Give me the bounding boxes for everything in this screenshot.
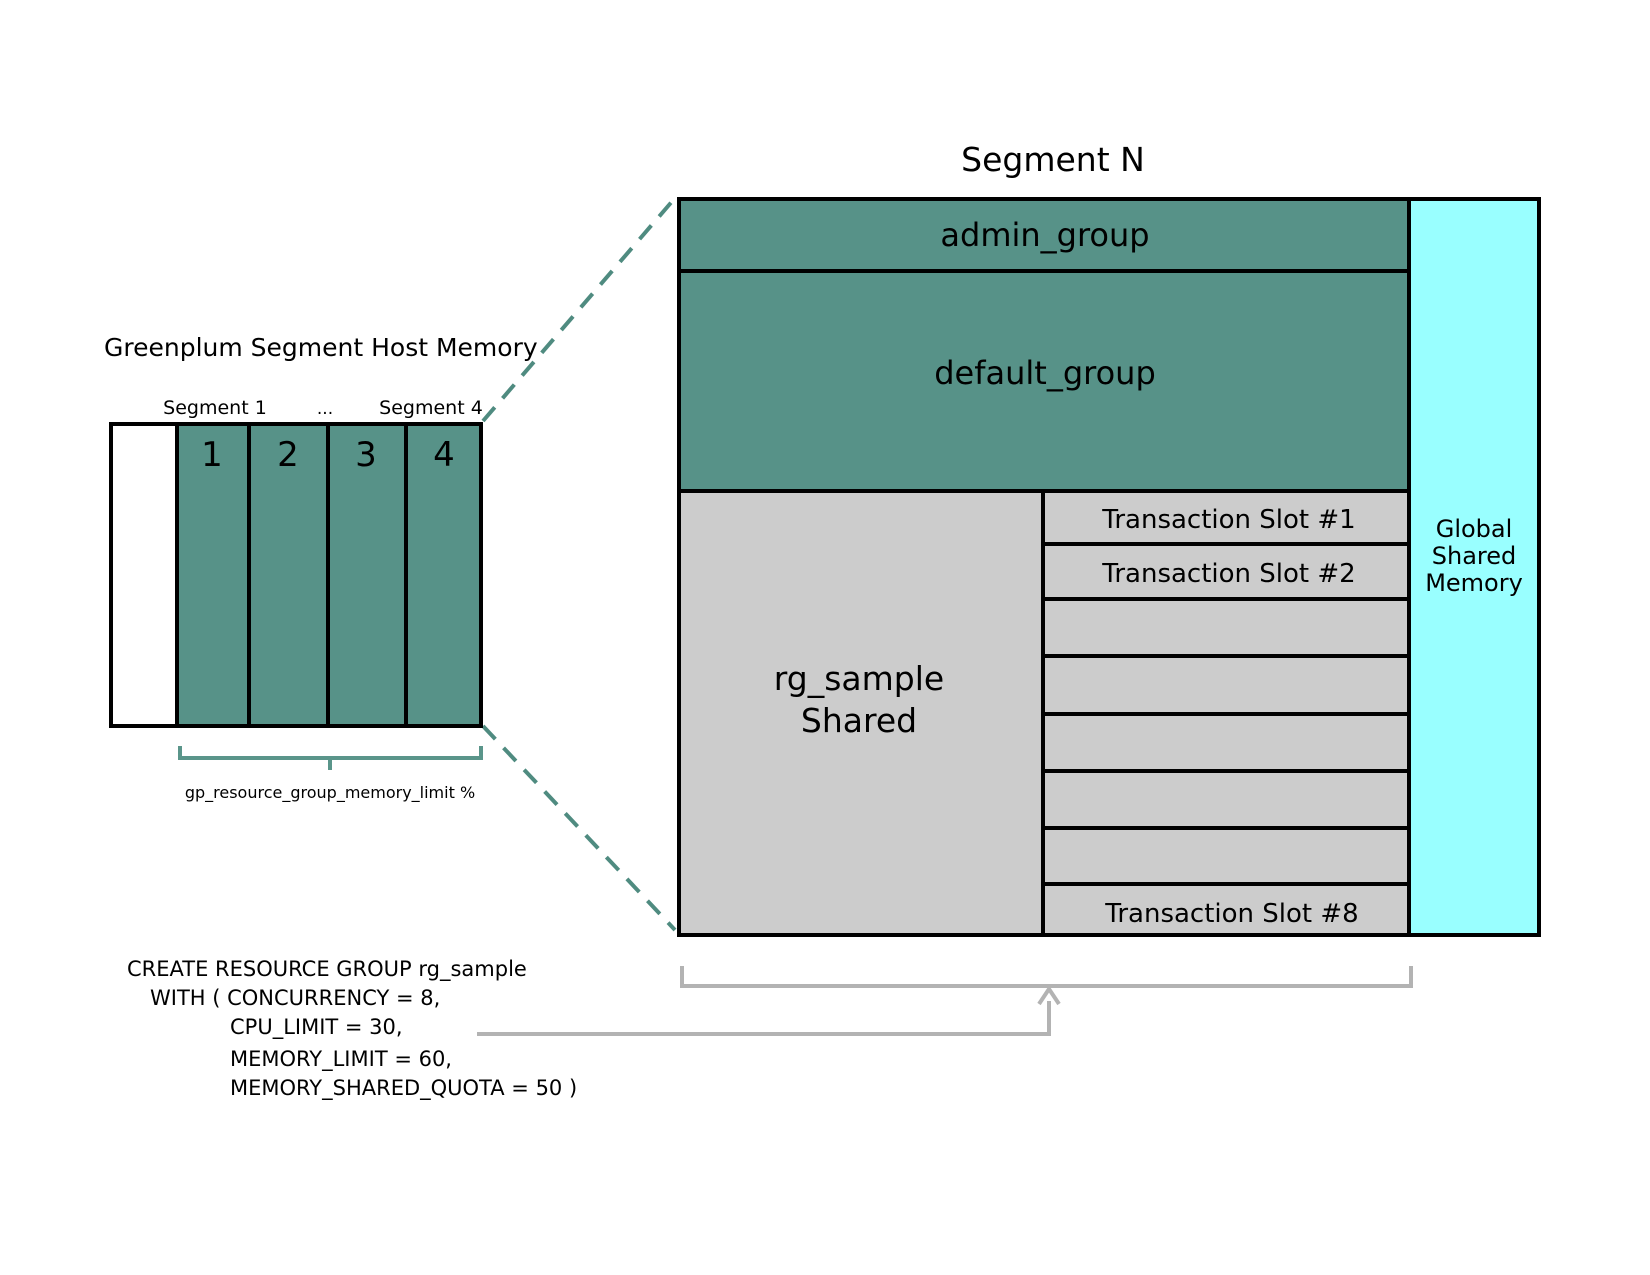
sql-line-3: CPU_LIMIT = 30, bbox=[230, 1015, 403, 1040]
zoom-line-top bbox=[481, 196, 677, 423]
segment-4-label: Segment 4 bbox=[379, 397, 483, 419]
transaction-slot-1 bbox=[1041, 489, 1411, 546]
host-segment-number-4: 4 bbox=[433, 435, 455, 475]
rg-sample-shared-label-line2: Shared bbox=[801, 701, 917, 740]
transaction-slot-8 bbox=[1041, 882, 1411, 937]
transaction-slot-8-label: Transaction Slot #8 bbox=[1104, 899, 1358, 929]
host-memory-title: Greenplum Segment Host Memory bbox=[104, 333, 538, 362]
admin-group-label: admin_group bbox=[940, 216, 1149, 254]
transaction-slot-7 bbox=[1041, 826, 1411, 886]
transaction-slot-2-label: Transaction Slot #2 bbox=[1101, 559, 1355, 589]
memory-limit-brace-label: gp_resource_group_memory_limit % bbox=[185, 783, 475, 803]
transaction-slot-4 bbox=[1041, 654, 1411, 716]
host-segment-3 bbox=[326, 422, 408, 728]
sql-line-4: MEMORY_LIMIT = 60, bbox=[230, 1047, 452, 1072]
zoom-line-bottom bbox=[481, 724, 677, 932]
global-shared-memory-block bbox=[1407, 197, 1541, 937]
default-group-block bbox=[677, 269, 1411, 493]
segment-1-label: Segment 1 bbox=[163, 397, 267, 419]
host-segment-4 bbox=[404, 422, 483, 728]
sql-connector-arrowhead bbox=[1037, 985, 1061, 1006]
global-shared-memory-label-line1: Global bbox=[1436, 515, 1513, 543]
rg-sample-shared-label-line1: rg_sample bbox=[774, 659, 944, 698]
global-shared-memory-label-line3: Memory bbox=[1425, 569, 1523, 597]
host-segment-number-2: 2 bbox=[277, 435, 299, 475]
host-memory-free-area bbox=[109, 422, 179, 728]
global-shared-memory-label-line2: Shared bbox=[1432, 542, 1517, 570]
resource-group-bracket bbox=[680, 966, 1413, 988]
rg-sample-shared-block bbox=[677, 489, 1045, 937]
memory-limit-brace bbox=[178, 746, 483, 770]
transaction-slot-3 bbox=[1041, 597, 1411, 658]
segment-dots-label: ... bbox=[317, 399, 333, 419]
sql-line-5: MEMORY_SHARED_QUOTA = 50 ) bbox=[230, 1076, 577, 1101]
transaction-slot-6 bbox=[1041, 769, 1411, 830]
segment-n-title: Segment N bbox=[961, 140, 1145, 179]
host-segment-number-3: 3 bbox=[355, 435, 377, 475]
sql-line-1: CREATE RESOURCE GROUP rg_sample bbox=[127, 957, 527, 982]
transaction-slot-5 bbox=[1041, 712, 1411, 773]
host-segment-2 bbox=[247, 422, 330, 728]
transaction-slot-1-label: Transaction Slot #1 bbox=[1101, 505, 1355, 535]
sql-line-2: WITH ( CONCURRENCY = 8, bbox=[150, 986, 440, 1010]
default-group-label: default_group bbox=[934, 354, 1156, 392]
host-segment-1 bbox=[175, 422, 251, 728]
sql-connector-line bbox=[477, 1001, 1051, 1036]
host-segment-number-1: 1 bbox=[201, 435, 223, 475]
